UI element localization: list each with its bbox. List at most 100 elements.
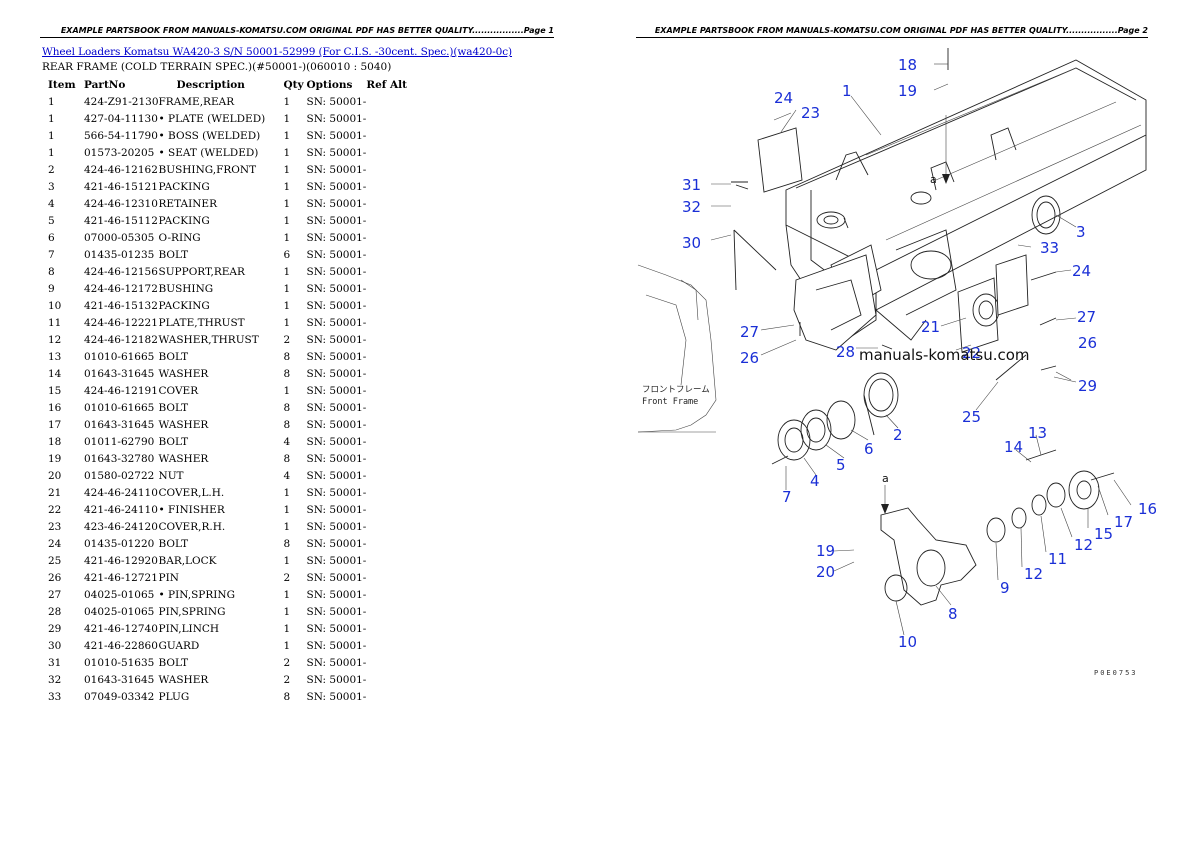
cell-qty: 8 [283, 401, 291, 414]
callout-number: 7 [782, 488, 792, 506]
callout-number: 5 [836, 456, 846, 474]
callout-number: 27 [740, 323, 759, 341]
cell-refalt [366, 603, 416, 620]
cell-description: O-RING [158, 231, 201, 244]
exploded-parts-diagram: 1819124233132303332427212226272826292526… [637, 48, 1156, 677]
col-header-item: Item [48, 79, 76, 91]
cell-options: SN: 50001- [306, 146, 367, 159]
cell-options: SN: 50001- [306, 673, 367, 686]
cell-options: SN: 50001- [306, 316, 367, 329]
cell-partno: 424-46-12156 [84, 265, 158, 278]
view-marker-upper: a [930, 173, 937, 186]
cell-refalt [366, 501, 416, 518]
cell-description: PLUG [158, 690, 190, 703]
cell-qty: 1 [283, 180, 291, 193]
cell-refalt [366, 161, 416, 178]
cell-options: SN: 50001- [306, 95, 367, 108]
cell-description: WASHER,THRUST [158, 333, 259, 346]
cell-refalt [366, 671, 416, 688]
breadcrumb-link-model[interactable]: WA420-3 S/N 50001-52999 (For C.I.S. -30c… [172, 46, 513, 58]
cell-description: BAR,LOCK [158, 554, 217, 567]
cell-partno: 421-46-12740 [84, 622, 158, 635]
cell-description: BOLT [158, 435, 189, 448]
callout-number: 22 [962, 344, 981, 362]
cell-options: SN: 50001- [306, 503, 367, 516]
cell-item: 3 [48, 180, 55, 193]
cell-item: 30 [48, 639, 62, 652]
cell-item: 31 [48, 656, 62, 669]
cell-description: • PLATE (WELDED) [158, 112, 266, 125]
cell-item: 15 [48, 384, 62, 397]
callout-number: 24 [774, 89, 793, 107]
page1-header: EXAMPLE PARTSBOOK FROM MANUALS-KOMATSU.C… [40, 25, 554, 38]
cell-qty: 1 [283, 605, 291, 618]
cell-refalt [366, 110, 416, 127]
cell-qty: 1 [283, 639, 291, 652]
cell-description: PACKING [158, 180, 210, 193]
cell-options: SN: 50001- [306, 112, 367, 125]
cell-refalt [366, 314, 416, 331]
cell-qty: 8 [283, 690, 291, 703]
cell-item: 17 [48, 418, 62, 431]
col-header-options: Options [306, 79, 353, 91]
cell-item: 23 [48, 520, 62, 533]
cell-partno: 424-46-12162 [84, 163, 158, 176]
cell-partno: 421-46-15132 [84, 299, 158, 312]
cell-item: 25 [48, 554, 62, 567]
parts-table: Item PartNo Description Qty Options Ref … [42, 77, 416, 705]
cell-description: BOLT [158, 401, 189, 414]
cell-partno: 424-46-12191 [84, 384, 158, 397]
cell-refalt [366, 450, 416, 467]
callout-number: 3 [1076, 223, 1086, 241]
cell-item: 22 [48, 503, 62, 516]
cell-item: 28 [48, 605, 62, 618]
cell-partno: 421-46-15112 [84, 214, 158, 227]
cell-description: RETAINER [158, 197, 218, 210]
cell-partno: 424-46-12182 [84, 333, 158, 346]
cell-refalt [366, 331, 416, 348]
cell-description: COVER,R.H. [158, 520, 226, 533]
cell-partno: 427-04-11130 [84, 112, 158, 125]
cell-options: SN: 50001- [306, 537, 367, 550]
cell-options: SN: 50001- [306, 248, 367, 261]
section-title: REAR FRAME (COLD TERRAIN SPEC.)(#50001-)… [42, 61, 392, 73]
cell-options: SN: 50001- [306, 435, 367, 448]
callout-number: 26 [740, 349, 759, 367]
cell-refalt [366, 416, 416, 433]
cell-item: 10 [48, 299, 62, 312]
cell-description: SUPPORT,REAR [158, 265, 245, 278]
cell-options: SN: 50001- [306, 639, 367, 652]
breadcrumb-link-category[interactable]: Wheel Loaders Komatsu [42, 46, 170, 58]
cell-refalt [366, 637, 416, 654]
callout-number: 6 [864, 440, 874, 458]
cell-qty: 1 [283, 265, 291, 278]
cell-description: BOLT [158, 656, 189, 669]
cell-description: BUSHING [158, 282, 214, 295]
cell-item: 7 [48, 248, 55, 261]
callout-number: 4 [810, 472, 820, 490]
callout-number: 12 [1074, 536, 1093, 554]
callout-number: 20 [816, 563, 835, 581]
cell-qty: 8 [283, 418, 291, 431]
cell-qty: 6 [283, 248, 291, 261]
cell-item: 1 [48, 112, 55, 125]
cell-description: GUARD [158, 639, 200, 652]
cell-options: SN: 50001- [306, 588, 367, 601]
cell-options: SN: 50001- [306, 605, 367, 618]
callout-number: 33 [1040, 239, 1059, 257]
cell-item: 21 [48, 486, 62, 499]
col-header-refalt: Ref Alt [366, 79, 407, 91]
cell-qty: 4 [283, 435, 291, 448]
